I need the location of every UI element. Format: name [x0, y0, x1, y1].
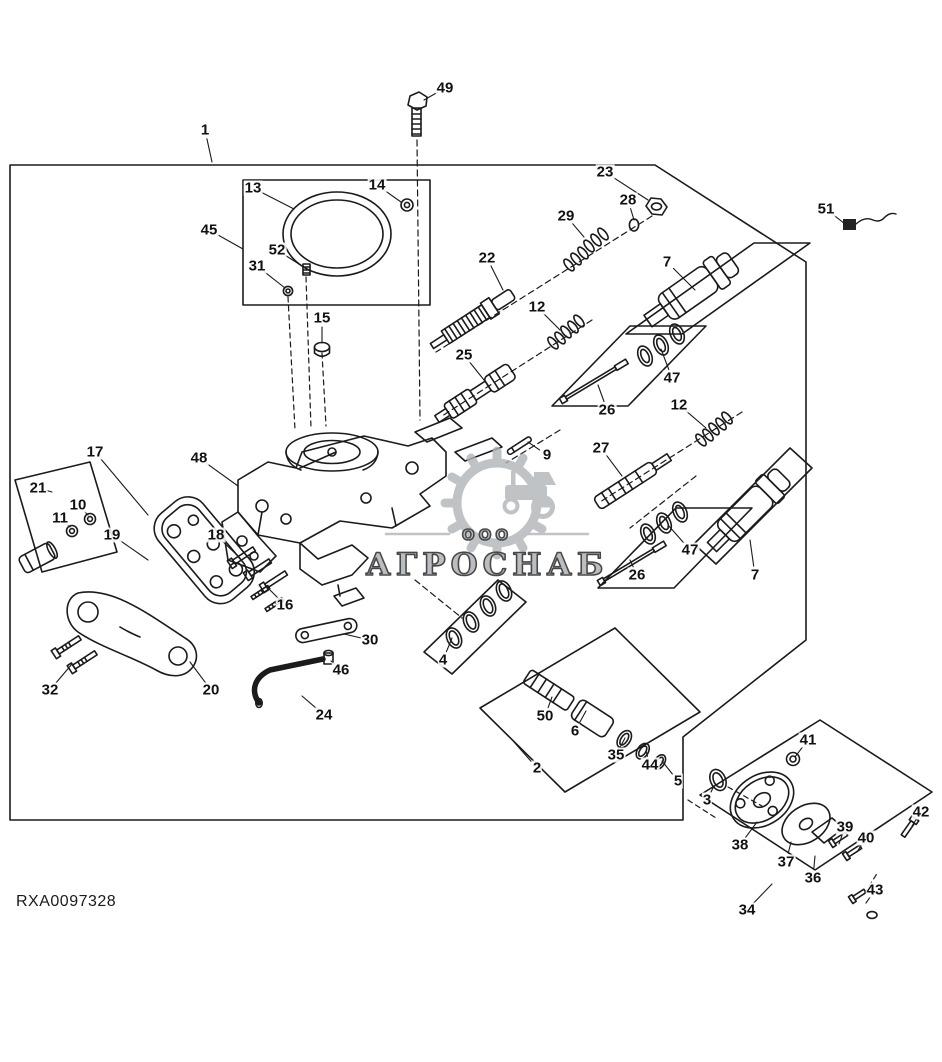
cartridge-valve-7a: [625, 242, 811, 335]
cartridge-valve-7b: [693, 447, 813, 565]
main-enclosure-border: [9, 164, 807, 821]
watermark-company: АГРОСНАБ: [366, 547, 609, 583]
figure-reference-code: RXA0097328: [16, 893, 117, 910]
bolts-18: [226, 546, 289, 594]
drop-lines-dashed: [287, 276, 327, 431]
valve-spool-25: [434, 363, 516, 424]
watermark: ООО АГРОСНАБ: [365, 446, 609, 584]
plug-kit-box-21: [14, 461, 118, 574]
watermark-org-form: ООО: [462, 526, 512, 544]
nut-28: [628, 197, 668, 232]
oring-set-4: [423, 579, 527, 675]
lever-20: [66, 591, 198, 677]
end-cap-assembly-34: [687, 719, 933, 920]
cover-plate-17: [153, 496, 256, 605]
bolt-49: [407, 91, 428, 137]
valve-screw-22: [429, 289, 516, 350]
valve-body-48: [221, 417, 503, 607]
connector-51: [843, 212, 897, 230]
ring-41: [785, 751, 801, 767]
callout-leader-lines: [46, 91, 917, 905]
pipe-24: [251, 656, 326, 709]
spring-29: [563, 227, 609, 272]
screw-43: [847, 888, 867, 905]
bolts-32: [50, 635, 98, 675]
oring-detail-box-45: [242, 179, 431, 306]
valve-assembly-2: [479, 627, 727, 793]
spring-12b: [695, 411, 733, 447]
ring-31: [282, 285, 294, 297]
spring-12a: [547, 314, 585, 350]
bolt-49-axis-dashed: [416, 139, 421, 421]
seal-kit-47b: [596, 501, 753, 589]
studs-16: [250, 584, 285, 613]
link-30: [295, 617, 358, 644]
watermark-tractor-icon: [505, 471, 556, 500]
pin-9: [506, 436, 532, 456]
screw-40: [841, 844, 863, 862]
plug-52: [302, 263, 311, 276]
valve-spool-27: [593, 453, 673, 510]
assembly-axes-dashed: [414, 215, 743, 619]
